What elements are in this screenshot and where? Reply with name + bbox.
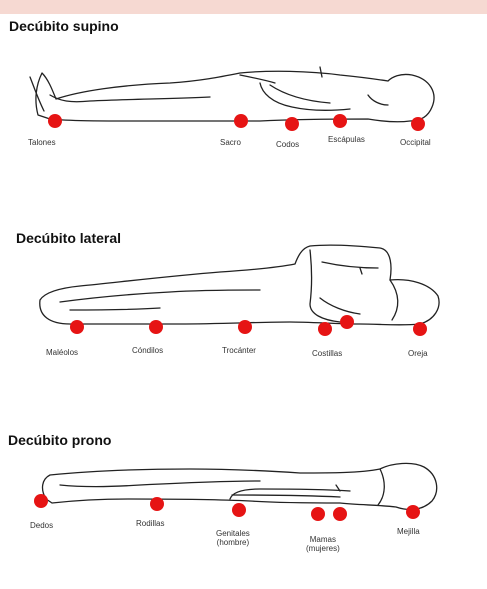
lateral-dot-oreja (413, 322, 427, 336)
lateral-label-condilos: Cóndilos (132, 346, 163, 355)
supine-dot-codos (285, 117, 299, 131)
section-title-supino: Decúbito supino (9, 18, 119, 34)
supine-label-escapulas: Escápulas (328, 135, 365, 144)
prone-dot-genitales (232, 503, 246, 517)
supine-body-outline (0, 55, 487, 165)
supine-dot-sacro (234, 114, 248, 128)
prone-dot-mamas-2 (333, 507, 347, 521)
supine-dot-talones (48, 114, 62, 128)
prone-figure: Dedos Rodillas Genitales (hombre) Mamas … (0, 455, 487, 580)
prone-dot-dedos (34, 494, 48, 508)
supine-dot-escapulas (333, 114, 347, 128)
lateral-dot-condilos (149, 320, 163, 334)
prone-label-genitales: Genitales (hombre) (216, 529, 250, 547)
prone-label-genitales-line1: Genitales (216, 529, 250, 538)
prone-label-mejilla: Mejilla (397, 527, 420, 536)
lateral-label-trocanter: Trocánter (222, 346, 256, 355)
supine-dot-occipital (411, 117, 425, 131)
supine-figure: Talones Sacro Codos Escápulas Occipital (0, 55, 487, 165)
prone-label-dedos: Dedos (30, 521, 53, 530)
supine-label-sacro: Sacro (220, 138, 241, 147)
lateral-label-oreja: Oreja (408, 349, 428, 358)
lateral-label-costillas: Costillas (312, 349, 342, 358)
prone-label-rodillas: Rodillas (136, 519, 164, 528)
prone-label-mamas-line1: Mamas (306, 535, 340, 544)
prone-label-mamas: Mamas (mujeres) (306, 535, 340, 553)
supine-label-talones: Talones (28, 138, 56, 147)
lateral-dot-costillas-1 (318, 322, 332, 336)
lateral-figure: Maléolos Cóndilos Trocánter Costillas Or… (0, 238, 487, 373)
prone-label-mamas-line2: (mujeres) (306, 544, 340, 553)
supine-label-codos: Codos (276, 140, 299, 149)
prone-dot-mamas-1 (311, 507, 325, 521)
lateral-dot-maleolos (70, 320, 84, 334)
prone-dot-mejilla (406, 505, 420, 519)
lateral-dot-costillas-2 (340, 315, 354, 329)
lateral-dot-trocanter (238, 320, 252, 334)
prone-label-genitales-line2: (hombre) (216, 538, 250, 547)
supine-label-occipital: Occipital (400, 138, 431, 147)
section-title-prono: Decúbito prono (8, 432, 111, 448)
lateral-label-maleolos: Maléolos (46, 348, 78, 357)
top-band (0, 0, 487, 14)
prone-dot-rodillas (150, 497, 164, 511)
